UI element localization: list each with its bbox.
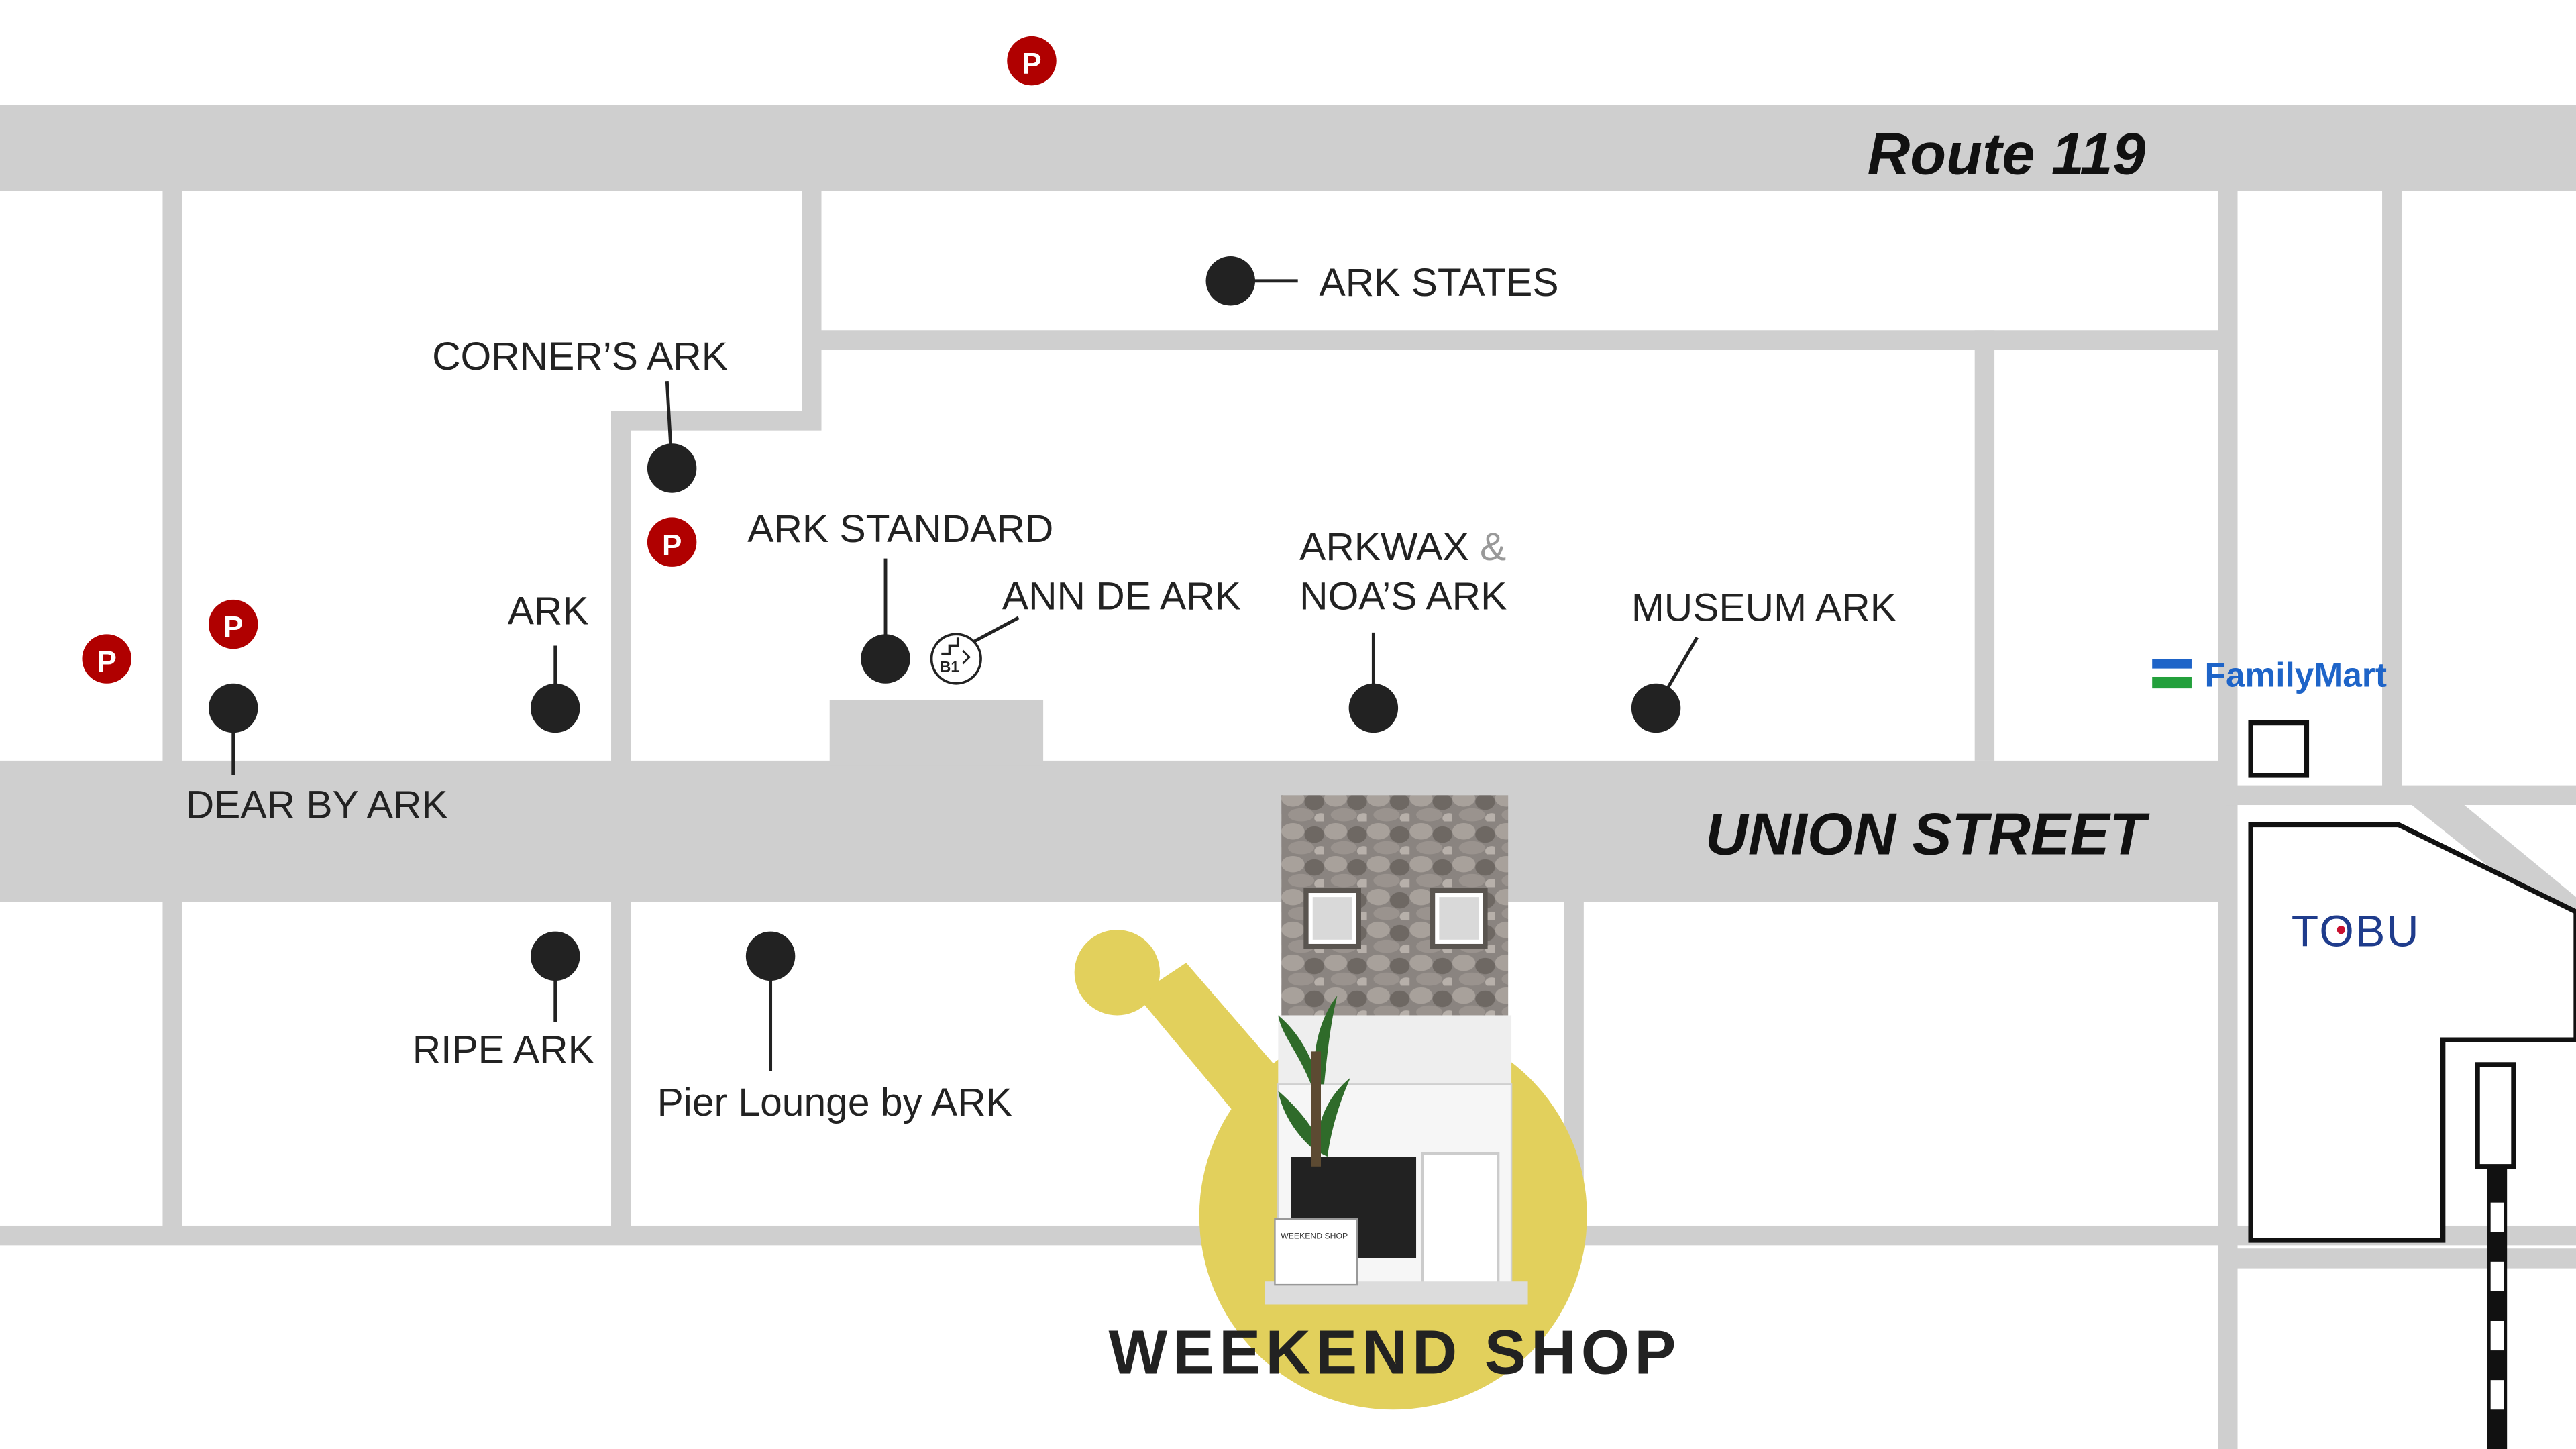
label-ark: ARK xyxy=(508,590,589,633)
familymart-logo[interactable]: FamilyMart xyxy=(2152,655,2387,694)
label-dear-by-ark: DEAR BY ARK xyxy=(186,784,448,827)
label-ann-de-ark: ANN DE ARK xyxy=(1002,575,1241,619)
basement-stairs-icon[interactable]: B1 xyxy=(930,633,982,685)
parking-icon: P xyxy=(1007,36,1057,86)
marker-corners-ark[interactable] xyxy=(647,443,697,493)
marker-dear-by-ark[interactable] xyxy=(209,683,258,733)
alley-v5 xyxy=(2218,191,2238,1449)
route-119-road xyxy=(0,105,2576,191)
marker-museum-ark[interactable] xyxy=(1631,683,1681,733)
svg-text:B1: B1 xyxy=(940,659,959,676)
tobu-logo[interactable]: TOBU xyxy=(2292,907,2420,957)
alley-h2 xyxy=(802,330,2226,350)
svg-text:P: P xyxy=(223,611,243,644)
alley-v1 xyxy=(162,191,182,1242)
parking-icon: P xyxy=(209,599,258,649)
marker-ark[interactable] xyxy=(531,683,580,733)
label-ark-states: ARK STATES xyxy=(1320,261,1559,305)
label-ripe-ark: RIPE ARK xyxy=(413,1028,594,1072)
route-119-label: Route 119 xyxy=(1868,121,2146,187)
alley-v2 xyxy=(611,411,631,1242)
weekend-shop-label: WEEKEND SHOP xyxy=(1109,1317,1681,1387)
svg-text:FamilyMart: FamilyMart xyxy=(2205,655,2387,694)
alley-v3 xyxy=(802,191,822,427)
storefront-sign: WEEKEND SHOP xyxy=(1281,1232,1348,1241)
alley-h3 xyxy=(2226,785,2576,806)
union-street-road xyxy=(0,760,2226,902)
marker-arkwax-noas-ark[interactable] xyxy=(1348,683,1399,733)
alley-v6 xyxy=(2382,191,2402,792)
parking-icon: P xyxy=(647,517,697,567)
svg-text:P: P xyxy=(97,646,116,679)
label-noas-ark: NOA’S ARK xyxy=(1299,575,1507,619)
alley-h4 xyxy=(2226,1248,2576,1269)
tobu-logo-accent xyxy=(2337,926,2345,934)
label-ark-standard: ARK STANDARD xyxy=(747,507,1053,551)
svg-text:P: P xyxy=(1022,48,1041,80)
marker-ark-standard[interactable] xyxy=(861,634,910,684)
svg-text:P: P xyxy=(662,529,682,562)
label-arkwax: ARKWAX & xyxy=(1299,525,1506,569)
tobu-building xyxy=(2248,822,2576,1243)
marker-pier-lounge[interactable] xyxy=(745,931,796,981)
union-notch xyxy=(829,700,1044,766)
railway-track xyxy=(2487,1166,2508,1449)
label-pier-lounge: Pier Lounge by ARK xyxy=(657,1081,1012,1124)
alley-v4 xyxy=(1974,330,1995,761)
marker-ark-states[interactable] xyxy=(1205,256,1256,306)
alley-h1 xyxy=(611,411,822,431)
union-street-label: UNION STREET xyxy=(1705,800,2150,867)
familymart-building xyxy=(2248,720,2310,778)
label-corners-ark: CORNER’S ARK xyxy=(432,335,728,378)
weekend-shop-storefront-image: WEEKEND SHOP xyxy=(1265,795,1528,1305)
parking-icon: P xyxy=(82,634,131,684)
road-network xyxy=(0,105,2576,1449)
label-museum-ark: MUSEUM ARK xyxy=(1631,586,1896,630)
marker-ripe-ark[interactable] xyxy=(531,931,580,981)
